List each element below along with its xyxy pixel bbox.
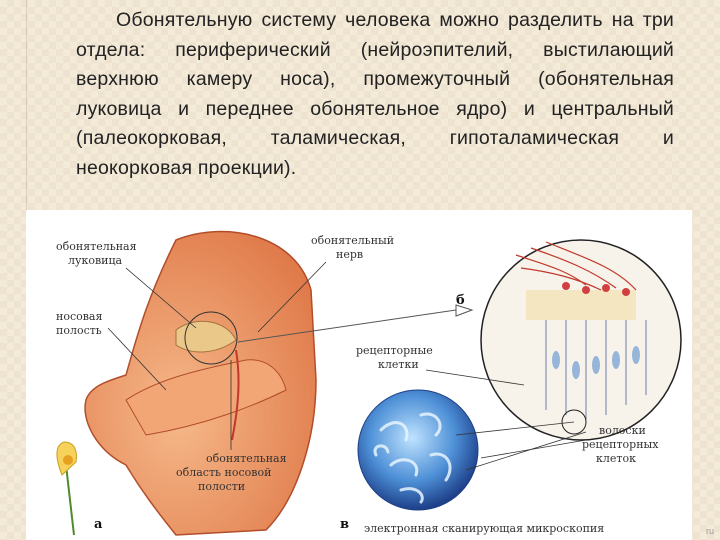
leader-hairs	[481, 440, 586, 458]
watermark: ru	[706, 526, 714, 536]
label-hairs-2: рецепторных	[582, 438, 659, 451]
epithelium-magnified-circle	[481, 240, 681, 440]
label-olfactory-region-3: полости	[198, 480, 245, 493]
label-olfactory-nerve-1: обонятельный	[311, 234, 394, 247]
label-nasal-cavity-1: носовая	[56, 310, 102, 323]
label-olfactory-bulb-2: луковица	[68, 254, 123, 267]
letter-v: в	[340, 517, 349, 532]
label-receptor-cells-2: клетки	[378, 358, 419, 371]
sem-image-circle	[358, 390, 478, 510]
caption-sem: электронная сканирующая микроскопия	[364, 522, 604, 535]
leader-sem-2	[466, 432, 586, 470]
figure-svg: обонятельная луковица носовая полость об…	[26, 210, 692, 540]
label-olfactory-nerve-2: нерв	[336, 248, 363, 261]
left-decorative-strip	[0, 0, 27, 540]
label-olfactory-region-2: область носовой	[176, 466, 271, 479]
olfactory-system-figure: обонятельная луковица носовая полость об…	[26, 210, 692, 540]
label-olfactory-region-1: обонятельная	[206, 452, 287, 465]
label-nasal-cavity-2: полость	[56, 324, 102, 337]
body-paragraph: Обонятельную систему человека можно разд…	[76, 6, 674, 183]
letter-a: а	[94, 517, 103, 532]
label-hairs-1: волоски	[599, 424, 646, 437]
letter-b: б	[456, 293, 465, 308]
label-olfactory-bulb-1: обонятельная	[56, 240, 137, 253]
label-hairs-3: клеток	[596, 452, 636, 465]
flower-icon	[57, 442, 77, 535]
label-receptor-cells-1: рецепторные	[356, 344, 433, 357]
